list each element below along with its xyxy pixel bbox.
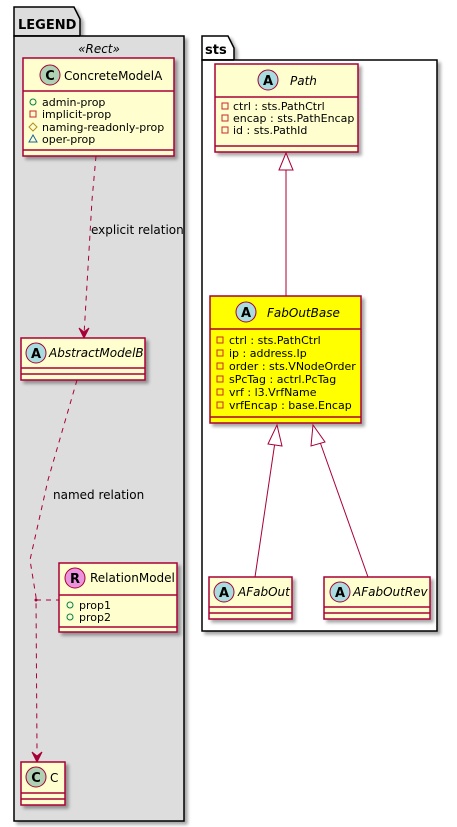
class-name: AFabOutRev [352,585,429,599]
class-badge-letter: A [335,586,345,601]
class-name: AFabOut [237,585,291,599]
class-abstract-model-b[interactable]: A AbstractModelB [20,337,146,381]
class-badge-icon [25,766,47,788]
field-spctag: sPcTag : actrl.PcTag [229,373,336,386]
field-prop1: prop1 [79,599,111,612]
field-order: order : sts.VNodeOrder [229,360,356,373]
visibility-private-icon [216,362,224,370]
class-name: FabOutBase [267,306,340,320]
class-c[interactable]: C C [20,761,66,806]
legend-package-body [13,35,185,822]
field-ctrl: ctrl : sts.PathCtrl [233,100,325,113]
field-ctrl: ctrl : sts.PathCtrl [229,334,321,347]
named-relation-line [29,379,78,764]
named-relation-label: named relation [53,488,144,502]
class-badge-letter: C [45,69,55,84]
field-admin-prop: admin-prop [42,96,105,109]
inheritance-fabout-base-afaboutrev [310,423,369,578]
abstract-badge-icon [213,581,235,603]
field-id: id : sts.PathId [233,124,307,137]
field-encap: encap : sts.PathEncap [233,112,354,125]
visibility-public-icon [66,601,74,609]
visibility-private-icon [221,114,229,122]
class-relation-model[interactable]: R RelationModel prop1 prop2 [58,562,178,633]
class-badge-letter: A [241,306,251,321]
legend-package: LEGEND «Rect» [13,6,185,822]
field-implicit-prop: implicit-prop [42,108,111,121]
class-name: RelationModel [90,571,175,585]
visibility-private-icon [216,336,224,344]
field-vrf: vrf : l3.VrfName [229,386,317,399]
class-badge-letter: R [70,572,80,587]
relation-badge-icon [64,567,86,589]
class-name: C [50,771,58,785]
abstract-badge-icon [25,342,47,364]
class-fabout-base[interactable]: A FabOutBase ctrl : sts.PathCtrl ip : ad… [209,295,362,424]
abstract-badge-icon [235,301,257,323]
visibility-public-icon [29,98,37,106]
field-vrfencap: vrfEncap : base.Encap [229,399,352,412]
visibility-private-icon [221,126,229,134]
explicit-relation-label: explicit relation [91,223,184,237]
legend-package-tab [13,6,81,37]
legend-package-title: LEGEND [18,18,77,33]
visibility-private-icon [216,401,224,409]
inheritance-fabout-base-afabout [254,423,283,578]
class-concrete-model-a[interactable]: C ConcreteModelA admin-prop implicit-pro… [22,57,175,157]
explicit-relation-arrow [78,155,97,340]
visibility-package-icon [28,133,38,143]
sts-package-title: sts [205,43,227,58]
class-afabout[interactable]: A AFabOut [208,576,293,620]
class-path[interactable]: A Path ctrl : sts.PathCtrl encap : sts.P… [214,63,359,153]
class-badge-letter: C [31,771,41,786]
field-prop2: prop2 [79,611,111,624]
class-badge-icon [39,64,61,86]
visibility-public-icon [66,613,74,621]
class-afaboutrev[interactable]: A AFabOutRev [323,576,431,620]
abstract-badge-icon [329,581,351,603]
visibility-private-icon [216,375,224,383]
visibility-private-icon [216,349,224,357]
sts-package-tab [201,35,235,61]
visibility-private-icon [221,102,229,110]
field-naming-readonly-prop: naming-readonly-prop [42,121,164,134]
class-name: Path [290,74,317,88]
class-badge-letter: A [31,347,41,362]
field-oper-prop: oper-prop [42,133,95,146]
class-name: ConcreteModelA [64,69,163,83]
abstract-badge-icon [257,69,279,91]
legend-stereotype: «Rect» [78,42,120,56]
inheritance-path-fabout-base [278,151,294,296]
class-name: AbstractModelB [48,346,144,360]
visibility-private-icon [29,110,37,118]
visibility-private-icon [216,388,224,396]
class-badge-letter: A [263,74,273,89]
class-badge-letter: A [219,586,229,601]
field-ip: ip : address.Ip [229,347,307,360]
visibility-protected-icon [28,122,38,132]
